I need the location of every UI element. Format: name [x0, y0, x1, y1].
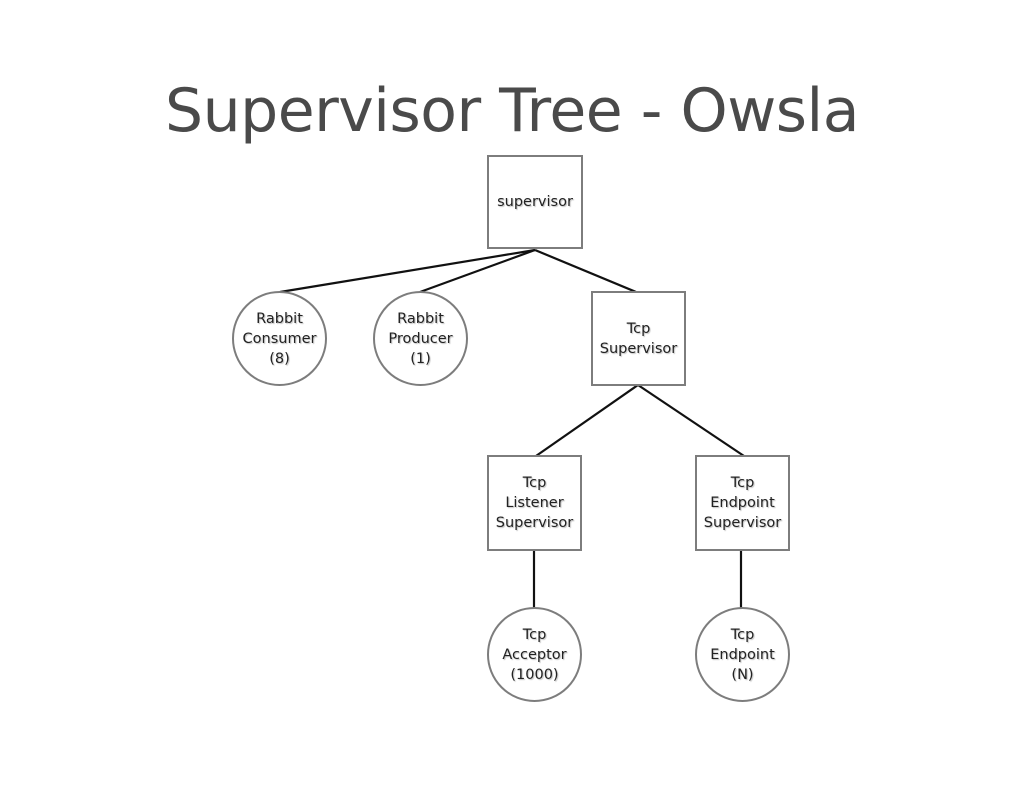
- node-rabbit-consumer: Rabbit Consumer (8): [232, 291, 327, 386]
- node-label-tcp-acceptor: Tcp Acceptor (1000): [502, 626, 567, 683]
- node-label-rabbit-producer: Rabbit Producer (1): [388, 310, 453, 367]
- node-label-tcp-endpoint-supervisor: Tcp Endpoint Supervisor: [703, 475, 782, 531]
- node-tcp-acceptor: Tcp Acceptor (1000): [487, 607, 582, 702]
- node-tcp-endpoint: Tcp Endpoint (N): [695, 607, 790, 702]
- node-rabbit-producer: Rabbit Producer (1): [373, 291, 468, 386]
- node-label-tcp-endpoint: Tcp Endpoint (N): [710, 626, 775, 683]
- node-label-supervisor: supervisor: [497, 194, 573, 210]
- edge-tcp-supervisor-endpoint-supervisor: [637, 384, 745, 457]
- node-tcp-supervisor: Tcp Supervisor: [591, 291, 686, 386]
- edge-tcp-supervisor-listener: [535, 384, 639, 457]
- diagram-title: Supervisor Tree - Owsla: [165, 76, 859, 146]
- node-tcp-endpoint-supervisor: Tcp Endpoint Supervisor: [695, 455, 790, 551]
- edge-supervisor-rabbit-producer: [419, 248, 536, 294]
- node-label-tcp-supervisor: Tcp Supervisor: [599, 320, 678, 357]
- node-tcp-listener-supervisor: Tcp Listener Supervisor: [487, 455, 582, 551]
- node-label-tcp-listener-supervisor: Tcp Listener Supervisor: [495, 475, 574, 531]
- node-supervisor: supervisor: [487, 155, 583, 249]
- edge-supervisor-tcp-supervisor: [534, 248, 637, 294]
- node-label-rabbit-consumer: Rabbit Consumer (8): [242, 310, 317, 367]
- edge-supervisor-rabbit-consumer: [279, 248, 536, 294]
